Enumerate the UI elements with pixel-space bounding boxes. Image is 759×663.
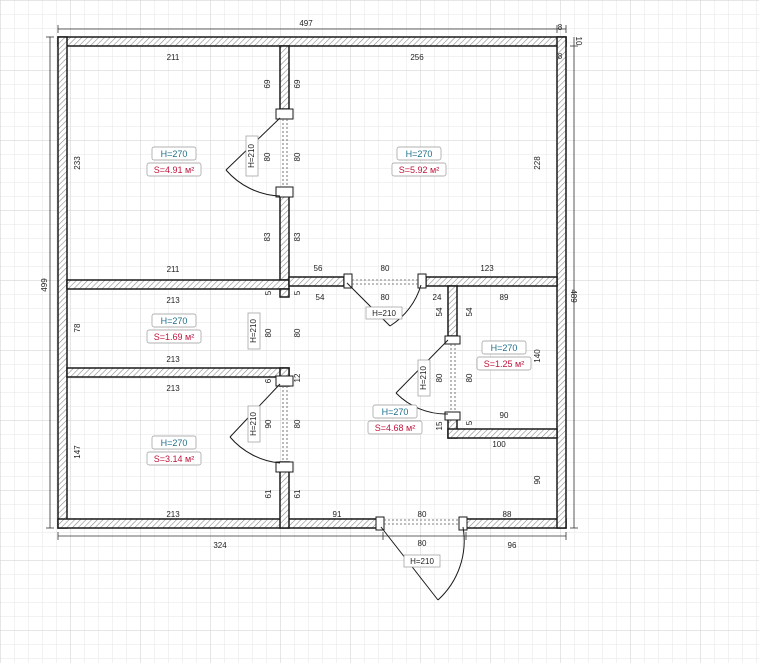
dim-d4-61b: 61	[293, 489, 302, 498]
room4-height: H=270	[491, 343, 518, 353]
door5-height: H=210	[249, 412, 258, 436]
wall-mid-lower-a	[279, 288, 290, 298]
room3-height: H=270	[161, 316, 188, 326]
dim-wall-5a: 5	[264, 290, 273, 295]
dim-door1-lower: 83	[263, 232, 272, 241]
dim-room2-top: 256	[410, 53, 424, 62]
wall-bottom-right	[465, 518, 567, 529]
dim-room1-bottom: 211	[167, 265, 180, 274]
dim-door1-upper-r: 69	[293, 79, 302, 88]
dim-bath-90: 90	[500, 411, 509, 420]
dim-wall-right-top: 10	[574, 37, 583, 46]
dim-overall-left: 499	[40, 278, 49, 292]
dim-hall-54: 54	[316, 293, 325, 302]
dim-wall-5b: 5	[293, 290, 302, 295]
dim-room4-bottom: 213	[166, 510, 180, 519]
room1-height: H=270	[161, 149, 188, 159]
dimension-texts: 497 8 10 8 211 256 233 228 69 80 83 69 8…	[40, 19, 583, 550]
dim-room3-bottom: 213	[166, 355, 180, 364]
wall-top	[57, 36, 567, 47]
dim-wall-12: 12	[293, 373, 302, 382]
dim-hall-56: 56	[314, 264, 323, 273]
dim-bath-80b: 80	[465, 373, 474, 382]
wall-mid-upper-b	[279, 195, 290, 281]
room2-area: S=5.92 м²	[399, 165, 439, 175]
dim-room4-top: 213	[166, 384, 180, 393]
door-labels: H=210 H=210 H=210 H=210 H=210 H=210	[245, 135, 441, 568]
dim-hall-90: 90	[533, 475, 542, 484]
dim-room1-left: 233	[73, 156, 82, 170]
door-openings	[275, 108, 468, 531]
wall-bath-left-a	[447, 285, 458, 337]
dim-bath-80a: 80	[435, 373, 444, 382]
dim-hall-80: 80	[381, 264, 390, 273]
room-labels: H=270 S=4.91 м² H=270 S=5.92 м² H=270 S=…	[146, 146, 532, 466]
dim-wall-6: 6	[264, 378, 273, 383]
dim-room4-left: 147	[73, 445, 82, 459]
dim-door1-mid: 80	[263, 152, 272, 161]
wall-under-room1	[66, 279, 290, 290]
dim-hall-24: 24	[433, 293, 442, 302]
room2-height: H=270	[406, 149, 433, 159]
dim-bath-54b: 54	[465, 307, 474, 316]
door2-height: H=210	[372, 309, 396, 318]
door3-height: H=210	[249, 319, 258, 343]
room3-area: S=1.69 м²	[154, 332, 194, 342]
room1-area: S=4.91 м²	[154, 165, 194, 175]
dim-room1-top: 211	[167, 53, 180, 62]
dim-overall-bottom-left: 324	[213, 541, 227, 550]
wall-room3-room4	[66, 367, 290, 378]
wall-bottom-left	[57, 518, 384, 529]
door1-height: H=210	[247, 144, 256, 168]
room4-area: S=1.25 м²	[484, 359, 524, 369]
opening-dashes	[282, 119, 459, 525]
room6-height: H=270	[161, 438, 188, 448]
dimension-lines	[46, 25, 578, 540]
dim-room2-right: 228	[533, 156, 542, 170]
dim-d4-61a: 61	[264, 489, 273, 498]
dim-room3-top: 213	[166, 296, 180, 305]
dim-bath-15: 15	[435, 421, 444, 430]
dim-hall-80b: 80	[381, 293, 390, 302]
dim-bath-54a: 54	[435, 307, 444, 316]
dim-overall-top: 497	[299, 19, 313, 28]
dim-d2-80a: 80	[264, 328, 273, 337]
dim-bath-89: 89	[500, 293, 509, 302]
dim-d4-80: 80	[293, 419, 302, 428]
dim-door1-upper: 69	[263, 79, 272, 88]
wall-under-room2-b	[425, 276, 558, 287]
dim-bot-88: 88	[503, 510, 512, 519]
wall-mid-upper-a	[279, 45, 290, 110]
dim-wall-right-inner: 8	[558, 52, 563, 61]
dim-overall-bottom-right: 96	[508, 541, 517, 550]
dim-wall-top-right: 8	[558, 23, 563, 32]
dim-bath-140: 140	[533, 349, 542, 363]
dim-overall-right: 489	[569, 289, 578, 303]
room5-height: H=270	[382, 407, 409, 417]
wall-under-room2-a	[288, 276, 345, 287]
dim-door1-lower-r: 83	[293, 232, 302, 241]
door6-height: H=210	[410, 557, 434, 566]
dim-door1-mid-r: 80	[293, 152, 302, 161]
door4-height: H=210	[419, 366, 428, 390]
wall-bath-bottom	[447, 428, 558, 439]
dim-bath-5: 5	[465, 420, 474, 425]
wall-right	[556, 36, 567, 529]
dim-bot-91: 91	[333, 510, 342, 519]
dim-bot-80: 80	[418, 510, 427, 519]
dim-d4-90: 90	[264, 419, 273, 428]
room6-area: S=3.14 м²	[154, 454, 194, 464]
dim-hall-123: 123	[480, 264, 494, 273]
dim-hall-100: 100	[492, 440, 506, 449]
wall-left	[57, 36, 68, 529]
room5-area: S=4.68 м²	[375, 423, 415, 433]
dim-entry-80: 80	[418, 539, 427, 548]
dim-room3-left: 78	[73, 323, 82, 332]
dim-d2-80b: 80	[293, 328, 302, 337]
